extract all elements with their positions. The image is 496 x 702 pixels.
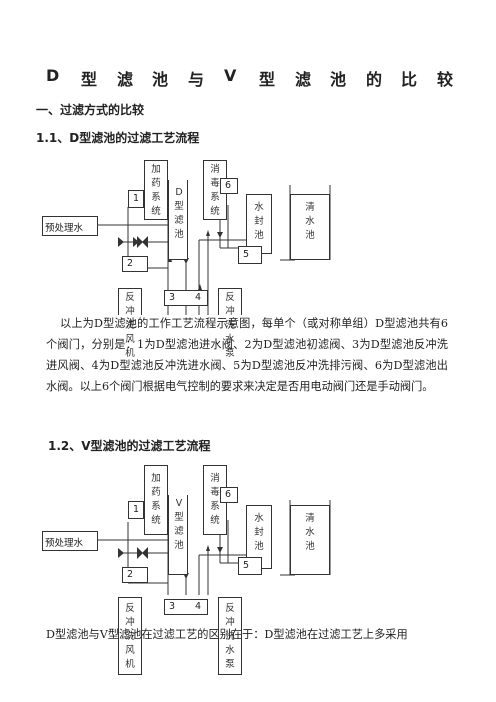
d-filter-box: D型滤池 <box>168 180 188 260</box>
pretreated-water-box-v: 预处理水 <box>42 531 98 551</box>
d-filter-process-diagram: 预处理水 加药系统 D型滤池 消毒系统 水封池 清水池 1 2 6 5 3 4 … <box>0 150 496 359</box>
comparison-paragraph: D型滤池与V型滤池在过滤工艺的区别在于：D型滤池在过滤工艺上多采用 <box>46 628 408 641</box>
water-seal-tank-box: 水封池 <box>246 194 272 254</box>
v-filter-process-diagram: 预处理水 加药系统 V型滤池 消毒系统 水封池 清水池 1 2 6 5 3 4 … <box>0 465 496 690</box>
dosing-system-box: 加药系统 <box>144 160 168 220</box>
valve-6-label-v: 6 <box>220 487 238 503</box>
v-filter-box: V型滤池 <box>168 495 188 575</box>
backwash-blower-box: 反冲洗风机 <box>118 288 142 359</box>
clear-water-tank-box-v: 清水池 <box>290 505 330 575</box>
valve-2-label: 2 <box>122 256 148 272</box>
valve-5-label-v: 5 <box>238 557 262 575</box>
backwash-blower-box-v: 反冲洗风机 <box>118 597 142 675</box>
pretreated-water-box: 预处理水 <box>42 216 98 236</box>
dosing-system-box-v: 加药系统 <box>144 465 168 535</box>
section-heading: 一、过滤方式的比较 <box>36 103 145 117</box>
valve-1-label-v: 1 <box>128 501 144 519</box>
valve-5-label: 5 <box>238 246 262 264</box>
diagram-lines-v <box>98 495 331 595</box>
d-filter-description: 以上为D型滤池的工作工艺流程示意图，每单个（或对称单组）D型滤池共有6个阀门，分… <box>46 317 448 393</box>
valve-2-label-v: 2 <box>122 567 148 583</box>
subsection-heading-d: 1.1、D型滤池的过滤工艺流程 <box>36 131 200 145</box>
subsection-heading-v: 1.2、V型滤池的过滤工艺流程 <box>48 439 211 453</box>
backwash-pump-box: 反冲洗水泵 <box>218 288 242 359</box>
valves-3-4-label: 3 4 <box>164 290 208 306</box>
valve-6-label: 6 <box>220 178 238 194</box>
valve-1-label: 1 <box>128 190 144 208</box>
backwash-pump-box-v: 反冲洗水泵 <box>218 597 242 675</box>
valves-3-4-label-v: 3 4 <box>164 599 208 615</box>
clear-water-tank-box: 清水池 <box>290 194 330 260</box>
